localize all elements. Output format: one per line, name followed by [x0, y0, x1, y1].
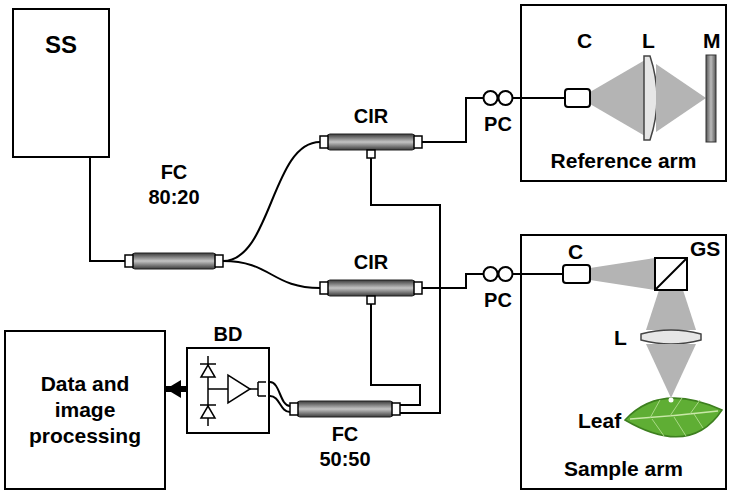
- reference-arm-panel: Reference arm: [520, 4, 727, 182]
- fiber: [512, 273, 518, 275]
- amplifier-symbol: [228, 375, 250, 403]
- coupler-body: [327, 134, 415, 150]
- beam: [646, 344, 696, 398]
- text-holder: BD: [186, 322, 270, 347]
- leaf-vein: [650, 398, 703, 436]
- text-holder: PC: [478, 112, 518, 137]
- collimator: [565, 89, 590, 107]
- focus-spot: [669, 398, 674, 403]
- fiber-port: [414, 282, 422, 294]
- text-holder: Reference arm: [522, 148, 725, 174]
- fiber-line: [422, 274, 478, 288]
- part-label: Leaf: [578, 408, 621, 433]
- fiber-port: [414, 136, 422, 148]
- wire: [250, 388, 258, 390]
- part-label: GS: [690, 236, 720, 261]
- detector-housing: [187, 348, 269, 433]
- part-label: C: [568, 239, 583, 264]
- part-label: M: [703, 28, 721, 53]
- circulator: CIR: [320, 250, 422, 304]
- text-holder: Data and image processing: [6, 371, 164, 450]
- fiber-line: [223, 261, 320, 288]
- fiber: [512, 97, 518, 99]
- node-text: FC 80:20: [148, 160, 199, 210]
- node-text: PC: [484, 288, 512, 313]
- node-text: PC: [484, 112, 512, 137]
- mirror: [706, 55, 716, 142]
- polarization-controller: PC: [478, 260, 518, 316]
- text-holder: PC: [478, 288, 518, 313]
- fiber-loop: [484, 91, 498, 105]
- fiber-port: [320, 136, 328, 148]
- galvo-mirror: [655, 258, 687, 290]
- fiber-line: [270, 382, 290, 412]
- lens: [641, 330, 701, 344]
- part-label: L: [614, 325, 627, 350]
- text-holder: CIR: [320, 250, 422, 275]
- fiber-line: [371, 304, 420, 405]
- text-holder: FC 50:50: [290, 422, 400, 472]
- part-label: C: [577, 28, 592, 53]
- text-holder: CIR: [320, 104, 422, 129]
- fiber-port: [290, 403, 298, 415]
- fiber-loop: [484, 267, 498, 281]
- fiber-port: [215, 255, 223, 267]
- photodiode-symbol: [201, 365, 215, 377]
- fiber: [520, 97, 565, 99]
- beam: [656, 64, 706, 132]
- signal-arrow: [166, 386, 186, 392]
- collimator: [563, 265, 590, 283]
- polarization-controller: PC: [478, 84, 518, 140]
- fiber-port: [392, 403, 400, 415]
- text-holder: FC 80:20: [125, 160, 223, 210]
- beam: [646, 290, 696, 330]
- fiber: [520, 273, 563, 275]
- circulator: CIR: [320, 104, 422, 158]
- photodiode-symbol: [200, 363, 216, 365]
- beam: [590, 60, 645, 136]
- fiber-line: [223, 142, 320, 261]
- node-text: CIR: [354, 104, 388, 129]
- fiber-coupler: FC 80:20: [125, 160, 223, 272]
- node-graphic: [522, 236, 729, 492]
- fiber-port: [320, 282, 328, 294]
- node-text: BD: [214, 322, 243, 347]
- node-text: FC 50:50: [319, 422, 370, 472]
- wire: [258, 382, 266, 396]
- node-text: Reference arm: [551, 148, 697, 174]
- node-text: Sample arm: [564, 456, 683, 482]
- fiber-coupler: FC 50:50: [290, 398, 400, 486]
- coupler-body: [297, 401, 393, 417]
- photodiode-symbol: [201, 406, 215, 418]
- fiber-loop: [499, 91, 513, 105]
- fiber-loop: [499, 267, 513, 281]
- text-holder: SS: [14, 30, 108, 60]
- fiber-line: [90, 158, 125, 261]
- photodiode-symbol: [200, 404, 216, 406]
- node-text: CIR: [354, 250, 388, 275]
- balanced-detector: BD: [186, 322, 270, 434]
- node-text: SS: [45, 30, 77, 60]
- fiber-port: [367, 150, 375, 158]
- sample-arm-panel: Sample arm: [520, 234, 727, 490]
- galvo-scanner: [655, 258, 687, 290]
- node-text: Data and image processing: [6, 371, 164, 450]
- source-box: SS: [12, 8, 110, 158]
- lens: [644, 56, 657, 140]
- beam: [590, 258, 655, 290]
- coupler-body: [327, 280, 415, 296]
- text-holder: Sample arm: [522, 456, 725, 482]
- fiber-port: [125, 255, 133, 267]
- processing-box: Data and image processing: [4, 330, 166, 490]
- wire: [208, 388, 228, 390]
- part-label: L: [642, 28, 655, 53]
- leaf-picture: [625, 398, 722, 437]
- fiber-port: [367, 296, 375, 304]
- fiber-line: [422, 98, 478, 142]
- coupler-body: [132, 253, 216, 269]
